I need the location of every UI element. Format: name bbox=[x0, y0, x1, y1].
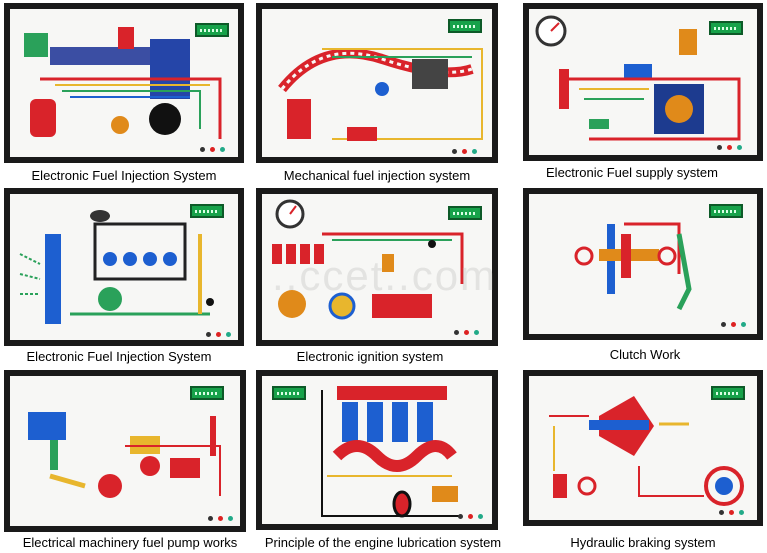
diagram-ignition bbox=[262, 194, 492, 340]
caption-efi-2: Electronic Fuel Injection System bbox=[26, 349, 212, 364]
indicator-leds bbox=[454, 330, 479, 335]
watermark: ..ccet..com bbox=[272, 252, 498, 299]
display-lcd bbox=[195, 23, 229, 37]
diagram-braking bbox=[529, 376, 757, 520]
board-fuel-pump bbox=[4, 370, 246, 532]
display-lcd bbox=[711, 386, 745, 400]
diagram-efi-2 bbox=[10, 194, 238, 340]
diagram-lubrication bbox=[262, 376, 492, 524]
display-lcd bbox=[709, 21, 743, 35]
display-lcd bbox=[448, 19, 482, 33]
indicator-leds bbox=[719, 510, 744, 515]
indicator-leds bbox=[208, 516, 233, 521]
display-lcd bbox=[190, 386, 224, 400]
diagram-clutch bbox=[529, 194, 757, 334]
diagram-efi-1 bbox=[10, 9, 238, 157]
board-electronic-fuel-injection-1 bbox=[4, 3, 244, 163]
caption-efi-1: Electronic Fuel Injection System bbox=[31, 168, 217, 183]
caption-fuel-supply: Electronic Fuel supply system bbox=[546, 165, 718, 180]
display-lcd bbox=[190, 204, 224, 218]
indicator-leds bbox=[452, 149, 477, 154]
indicator-leds bbox=[200, 147, 225, 152]
indicator-leds bbox=[458, 514, 483, 519]
display-lcd bbox=[709, 204, 743, 218]
board-lubrication bbox=[256, 370, 498, 530]
board-mechanical-fuel-injection bbox=[256, 3, 498, 163]
board-electronic-ignition bbox=[256, 188, 498, 346]
caption-braking: Hydraulic braking system bbox=[570, 535, 716, 550]
display-lcd bbox=[272, 386, 306, 400]
caption-mechanical-injection: Mechanical fuel injection system bbox=[283, 168, 471, 183]
indicator-leds bbox=[721, 322, 746, 327]
board-clutch-work bbox=[523, 188, 763, 340]
board-hydraulic-braking bbox=[523, 370, 763, 526]
board-electronic-fuel-supply bbox=[523, 3, 763, 161]
caption-lubrication: Principle of the engine lubrication syst… bbox=[264, 535, 502, 550]
diagram-fuel-pump bbox=[10, 376, 240, 526]
diagram-fuel-supply bbox=[529, 9, 757, 155]
caption-fuel-pump: Electrical machinery fuel pump works bbox=[22, 535, 238, 550]
caption-ignition: Electronic ignition system bbox=[296, 349, 444, 364]
indicator-leds bbox=[206, 332, 231, 337]
caption-clutch: Clutch Work bbox=[609, 347, 681, 362]
display-lcd bbox=[448, 206, 482, 220]
board-electronic-fuel-injection-2 bbox=[4, 188, 244, 346]
diagram-mechanical-injection bbox=[262, 9, 492, 157]
indicator-leds bbox=[717, 145, 742, 150]
